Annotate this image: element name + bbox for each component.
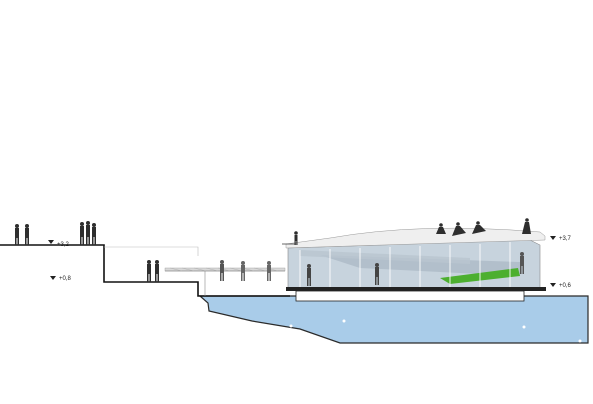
person-figure <box>520 252 524 274</box>
person-figure <box>220 260 224 281</box>
water-highlights <box>289 319 582 343</box>
person-figure <box>25 224 29 245</box>
level-label: +0,8 <box>59 276 72 282</box>
level-label: +0,6 <box>559 283 572 289</box>
pavilion-floor-slab <box>286 287 546 291</box>
level-marker-pavilion-floor: +0,6 <box>550 283 572 289</box>
pavilion-roof <box>285 227 546 249</box>
person-figure <box>307 264 311 286</box>
interior-ramp-upper <box>300 250 470 264</box>
level-marker-upper-plaza: +3,2 <box>48 240 70 248</box>
pavilion <box>282 227 546 302</box>
person-figure <box>155 260 159 282</box>
quay-guard-rail <box>104 246 199 256</box>
water-body <box>198 295 589 344</box>
person-figure <box>472 221 486 234</box>
level-marker-lower-quay: +0,8 <box>50 276 72 282</box>
person-figure <box>15 224 19 245</box>
person-figure <box>294 231 298 245</box>
level-marker-pavilion-roof: +3,7 <box>550 236 572 242</box>
person-figure <box>86 221 90 245</box>
level-label: +3,7 <box>559 236 572 242</box>
person-figure <box>375 263 379 285</box>
person-figure <box>436 223 446 234</box>
person-figure <box>80 222 84 245</box>
person-figure <box>522 218 531 234</box>
person-figure <box>452 222 466 236</box>
person-figure <box>241 261 245 281</box>
level-label: +3,2 <box>57 242 70 248</box>
person-figure <box>267 261 271 281</box>
people-figures <box>15 218 531 286</box>
pavilion-base <box>295 290 525 302</box>
person-figure <box>147 260 151 282</box>
person-figure <box>92 223 96 245</box>
